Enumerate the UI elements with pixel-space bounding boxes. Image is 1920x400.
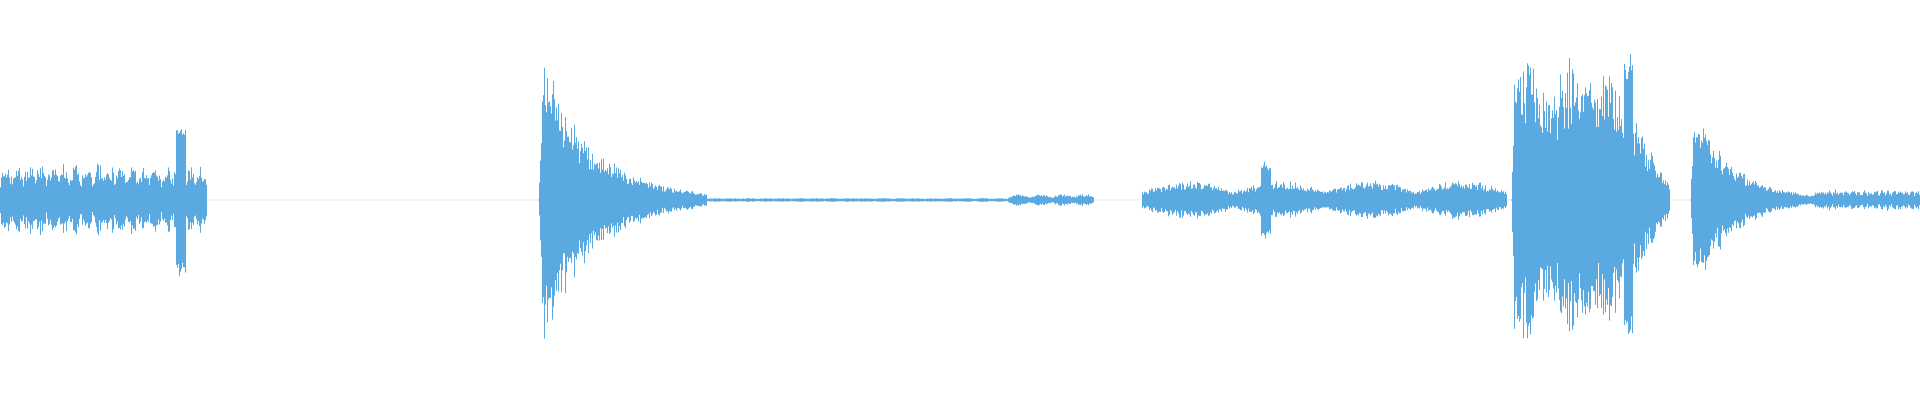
segment-3-silence-hiss-path: [707, 198, 1008, 202]
segment-7-second-hit-path: [1690, 128, 1814, 270]
segment-6-loud-burst: [1511, 54, 1670, 339]
segment-7-second-hit: [1690, 128, 1814, 270]
segment-8-tail-noise: [1814, 189, 1920, 211]
segment-1-low-burst-path: [0, 129, 207, 276]
segment-2-loud-attack-path: [538, 67, 707, 339]
segment-6-loud-burst-path: [1511, 54, 1670, 339]
segment-8-tail-noise-path: [1814, 189, 1920, 211]
segment-5-medium-texture-path: [1142, 161, 1507, 239]
segment-2-loud-attack: [538, 67, 707, 339]
segment-3-silence-hiss: [707, 198, 1008, 202]
segment-1-low-burst: [0, 129, 207, 276]
segment-5-medium-texture: [1142, 161, 1507, 239]
segment-4-small-bumps: [1008, 194, 1094, 207]
segment-4-small-bumps-path: [1008, 194, 1094, 207]
